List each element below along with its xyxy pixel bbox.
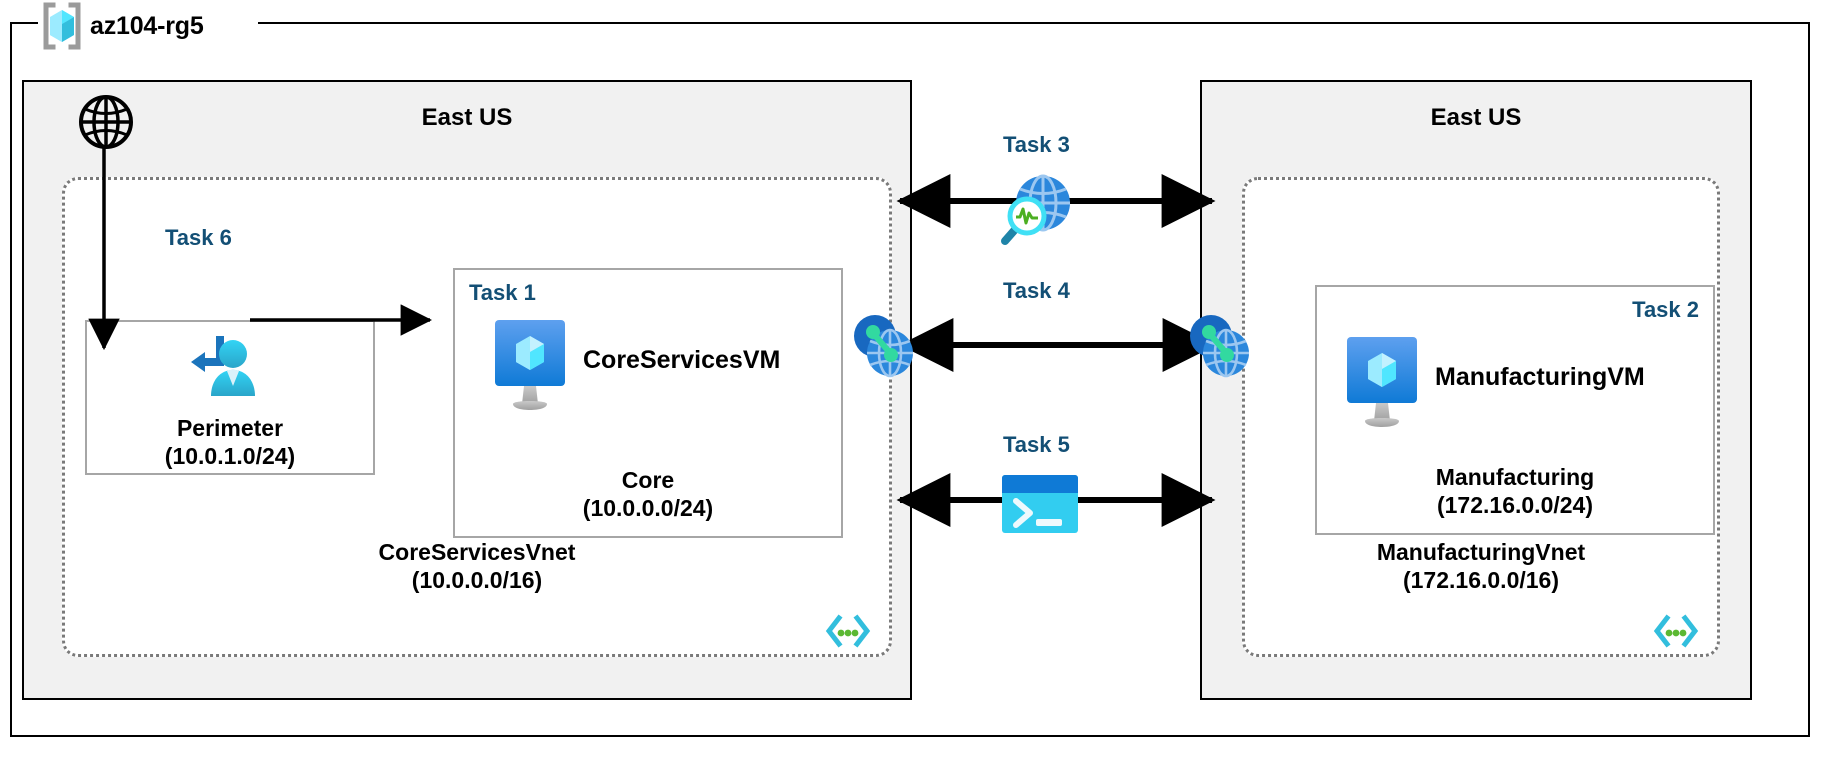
virtual-machine-icon: [491, 318, 569, 419]
subnet-core-labels: Core (10.0.0.0/24): [455, 466, 841, 522]
resource-group-name: az104-rg5: [90, 11, 204, 40]
resource-group-title: az104-rg5: [40, 0, 204, 52]
vnet-coreservicesvnet: Task 6: [62, 177, 892, 657]
connection-label-task-4: Task 4: [1003, 278, 1070, 303]
subnet-core-name: Core: [621, 467, 675, 493]
code-brackets-icon: [825, 614, 871, 648]
subnet-perimeter-name: Perimeter: [176, 415, 284, 441]
connection-label-task-3: Task 3: [1003, 132, 1070, 157]
vnet-coreservicesvnet-labels: CoreServicesVnet (10.0.0.0/16): [65, 538, 889, 594]
subnet-core-cidr: (10.0.0.0/24): [582, 495, 714, 522]
vnet-coreservicesvnet-cidr: (10.0.0.0/16): [411, 567, 543, 594]
resource-group-title-mask: [38, 8, 258, 38]
subnet-manufacturing-name: Manufacturing: [1435, 464, 1595, 490]
vnet-peering-icon: [1184, 310, 1256, 387]
bastion-user-icon: [183, 332, 261, 415]
subnet-manufacturing-labels: Manufacturing (172.16.0.0/24): [1317, 463, 1713, 519]
azure-resource-group-icon: [40, 1, 84, 51]
subnet-core: Task 1: [453, 268, 843, 538]
code-brackets-icon: [1653, 614, 1699, 648]
subnet-manufacturing: Task 2: [1315, 285, 1715, 535]
region-title-right: East US: [1430, 104, 1522, 131]
vnet-peering-icon: [848, 310, 920, 387]
connection-label-task-5: Task 5: [1003, 432, 1070, 457]
vnet-manufacturingvnet: Task 2: [1242, 177, 1720, 657]
subnet-perimeter-cidr: (10.0.1.0/24): [164, 443, 296, 470]
region-box-left: East US Task 6: [22, 80, 912, 700]
subnet-perimeter: Perimeter (10.0.1.0/24): [85, 320, 375, 475]
vnet-manufacturingvnet-name: ManufacturingVnet: [1376, 539, 1586, 565]
region-box-right: East US Task 2: [1200, 80, 1752, 700]
globe-icon: [76, 92, 136, 157]
network-watcher-icon: [993, 165, 1081, 258]
vnet-coreservicesvnet-name: CoreServicesVnet: [378, 539, 576, 565]
vnet-manufacturingvnet-cidr: (172.16.0.0/16): [1402, 567, 1559, 594]
subnet-manufacturing-cidr: (172.16.0.0/24): [1436, 492, 1593, 519]
vnet-manufacturingvnet-labels: ManufacturingVnet (172.16.0.0/16): [1245, 538, 1717, 594]
cloud-shell-icon: [1000, 473, 1080, 540]
task-tag-2: Task 2: [1632, 297, 1699, 322]
virtual-machine-icon: [1343, 335, 1421, 436]
region-title-left: East US: [421, 104, 513, 131]
task-tag-1: Task 1: [469, 280, 536, 305]
subnet-perimeter-labels: Perimeter (10.0.1.0/24): [87, 414, 373, 470]
vm-name-coreservicesvm: CoreServicesVM: [583, 346, 781, 374]
vm-name-manufacturingvm: ManufacturingVM: [1435, 363, 1645, 391]
task-tag-6: Task 6: [165, 225, 232, 250]
